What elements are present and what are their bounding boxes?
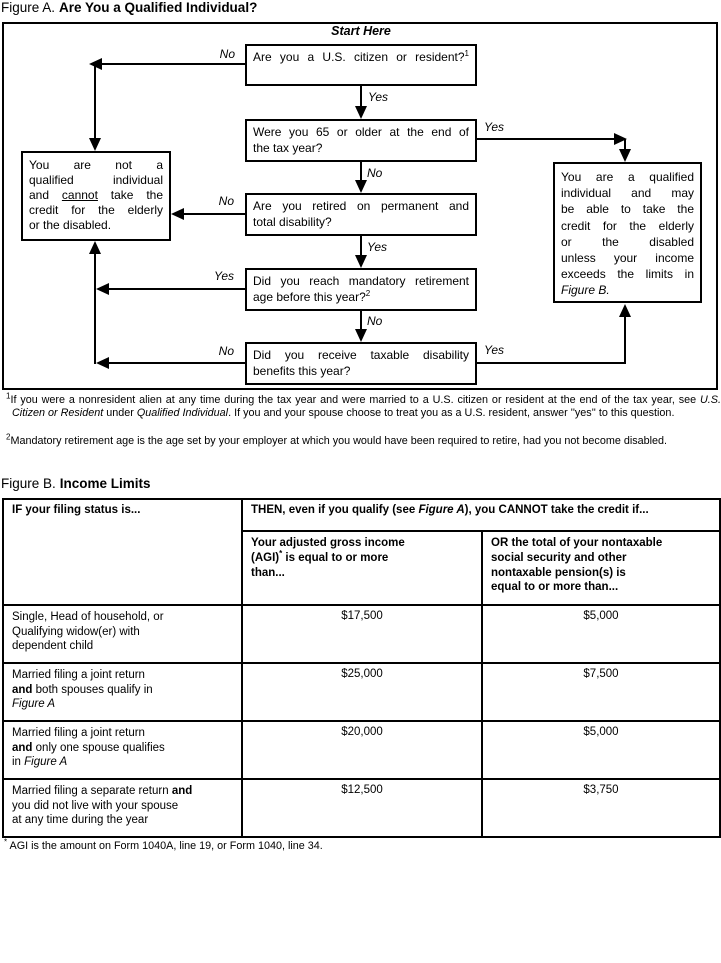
not-qualified-line: You are not a (29, 158, 163, 172)
header-agi: Your adjusted gross income(AGI)* is equa… (241, 530, 483, 606)
figure-b-heading: Figure B.Income Limits (1, 476, 151, 491)
arrowhead-up (619, 304, 631, 317)
figure-a-label: Figure A. (1, 0, 56, 15)
footnote-2: 2Mandatory retirement age is the age set… (6, 432, 668, 447)
question-citizen-text: Are you a U.S. citizen or resident?1 (253, 49, 469, 65)
connector-line (477, 138, 617, 140)
connector-line (94, 63, 96, 140)
question-disability-line2: benefits this year? (253, 363, 351, 378)
agi-limit-cell: $25,000 (241, 662, 483, 722)
arrowhead-down (355, 329, 367, 342)
question-disability-line1: Did you receive taxable disability (253, 348, 469, 362)
no-label: No (367, 314, 383, 328)
question-disability-benefits-box: Did you receive taxable disability benef… (245, 342, 477, 385)
yes-label: Yes (367, 240, 388, 254)
qualified-line: be able to take the (561, 202, 694, 217)
agi-limit-cell: $12,500 (241, 778, 483, 838)
pension-limit-cell: $5,000 (481, 604, 721, 664)
connector-line (360, 162, 362, 186)
header-nontaxable-pension: OR the total of your nontaxable social s… (481, 530, 721, 606)
question-retired-line1: Are you retired on permanent and (253, 199, 469, 213)
yes-label: Yes (368, 90, 389, 104)
yes-label: Yes (213, 269, 234, 283)
yes-label: Yes (484, 120, 505, 134)
question-retirement-age-line2: age before this year?2 (253, 288, 371, 304)
figure-a-heading: Figure A.Are You a Qualified Individual? (1, 0, 257, 15)
question-65-older-box: Were you 65 or older at the end of the t… (245, 119, 477, 162)
not-qualified-line: credit for the elderly (29, 203, 163, 217)
question-65-line2: the tax year? (253, 140, 323, 155)
agi-footnote: * AGI is the amount on Form 1040A, line … (4, 837, 323, 852)
connector-line (360, 236, 362, 261)
no-label: No (218, 344, 234, 358)
start-here-label: Start Here (331, 24, 391, 38)
question-retired-box: Are you retired on permanent and total d… (245, 193, 477, 236)
question-retirement-age-line1: Did you reach mandatory retirement (253, 274, 469, 288)
arrowhead-down (355, 255, 367, 268)
qualified-box: You are a qualified individual and may b… (553, 162, 702, 303)
pension-limit-cell: $5,000 (481, 720, 721, 780)
question-retirement-age-box: Did you reach mandatory retirement age b… (245, 268, 477, 311)
not-qualified-line: qualified individual (29, 173, 163, 187)
table-header-row-1: IF your filing status is... THEN, even i… (2, 498, 721, 606)
arrowhead-down (355, 180, 367, 193)
arrowhead-left (96, 283, 109, 295)
yes-label: Yes (484, 343, 505, 357)
connector-line (360, 86, 362, 112)
arrowhead-left (171, 208, 184, 220)
not-qualified-line: or the disabled. (29, 218, 112, 232)
header-then-condition: THEN, even if you qualify (see Figure A)… (241, 498, 721, 532)
table-header-row-2: Your adjusted gross income(AGI)* is equa… (3, 530, 721, 606)
qualified-line: unless your income (561, 251, 694, 266)
no-label: No (367, 166, 383, 180)
no-label: No (218, 194, 234, 208)
qualified-line: Figure B. (561, 283, 610, 298)
not-qualified-line: and cannot take the (29, 188, 164, 202)
question-65-line1: Were you 65 or older at the end of (253, 125, 469, 139)
arrowhead-left (96, 357, 109, 369)
arrowhead-down (355, 106, 367, 119)
arrowhead-down (619, 149, 631, 162)
figure-b-label: Figure B. (1, 476, 56, 491)
arrowhead-right (614, 133, 627, 145)
arrowhead-down (89, 138, 101, 151)
qualified-line: individual and may (561, 186, 694, 201)
connector-line (182, 213, 245, 215)
pension-limit-cell: $3,750 (481, 778, 721, 838)
pension-limit-cell: $7,500 (481, 662, 721, 722)
connector-line (108, 362, 245, 364)
not-qualified-box: You are not a qualified individual and c… (21, 151, 171, 241)
qualified-line: exceeds the limits in (561, 267, 694, 282)
figure-b-title: Income Limits (59, 476, 151, 491)
connector-line (108, 288, 245, 290)
figure-a-title: Are You a Qualified Individual? (59, 0, 258, 15)
arrowhead-up (89, 241, 101, 254)
footnote-1: 1If you were a nonresident alien at any … (6, 391, 721, 420)
question-retired-line2: total disability? (253, 214, 332, 229)
connector-line (360, 311, 362, 335)
agi-limit-cell: $17,500 (241, 604, 483, 664)
connector-line (477, 362, 626, 364)
connector-line (95, 63, 245, 65)
no-label: No (219, 47, 235, 61)
header-filing-status: IF your filing status is... (2, 498, 243, 606)
qualified-line: credit for the elderly (561, 218, 694, 233)
connector-line (624, 139, 626, 151)
income-limits-table: IF your filing status is... THEN, even i… (2, 498, 721, 838)
agi-limit-cell: $20,000 (241, 720, 483, 780)
qualified-line: or the disabled (561, 234, 694, 249)
connector-line (94, 252, 96, 364)
qualified-line: You are a qualified (561, 170, 694, 184)
connector-line (624, 311, 626, 364)
question-citizen-box: Are you a U.S. citizen or resident?1 (245, 44, 477, 86)
